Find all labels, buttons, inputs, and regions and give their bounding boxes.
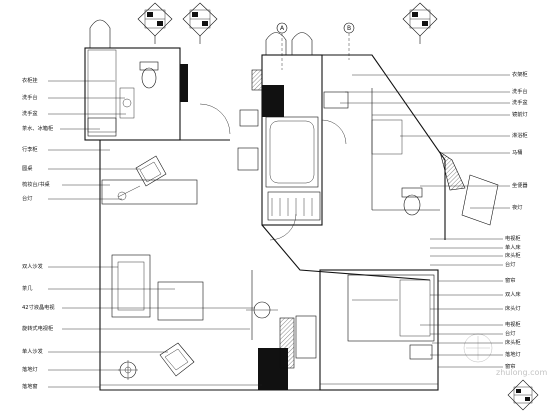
tea-cabinet: [87, 117, 117, 137]
door-swing-2: [321, 119, 347, 145]
label-left-11: 42寸液晶电视: [22, 303, 55, 311]
label-right-3: 洗手盆: [512, 98, 528, 106]
tv-swivel: [246, 270, 278, 340]
sofa-double: [111, 254, 151, 318]
grid-marker-a: A: [276, 22, 288, 70]
compass-symbol-2: [182, 2, 218, 44]
label-right-6: 马桶: [512, 148, 522, 156]
door-swing-3: [269, 213, 297, 241]
label-left-2: 洗手台: [22, 93, 38, 101]
label-left-7: 梳妆台/书桌: [22, 180, 50, 188]
label-right-10: 单人床: [505, 243, 521, 251]
nightstand: [409, 344, 433, 360]
watermark: zhulong.com: [463, 333, 547, 377]
vanity-left: [119, 87, 135, 119]
toilet-left: [139, 61, 159, 89]
label-right-7: 坐便器: [512, 181, 528, 189]
label-right-4: 镜前灯: [512, 110, 528, 118]
compass-symbol-1: [137, 2, 173, 44]
column-3: [180, 64, 188, 102]
double-bed: [347, 274, 435, 342]
luggage-rack: [237, 147, 259, 171]
column-1: [262, 85, 284, 117]
armchair-top: [135, 155, 167, 187]
label-right-2: 洗手台: [512, 87, 528, 95]
label-right-16: 电视柜: [505, 320, 521, 328]
door-swing-1: [199, 103, 231, 135]
label-right-18: 床头柜: [505, 338, 521, 346]
vanity-center: [323, 91, 349, 109]
label-right-12: 台灯: [505, 260, 515, 268]
label-left-8: 台灯: [22, 194, 32, 202]
label-right-14: 双人床: [505, 290, 521, 298]
column-5: [279, 317, 295, 369]
compass-symbol-4: [507, 379, 539, 411]
label-left-10: 茶几: [22, 284, 32, 292]
watermark-text: zhulong.com: [496, 368, 547, 377]
desk: [101, 179, 198, 205]
window-bay-center: [265, 32, 313, 55]
floor-lamp: [118, 360, 138, 380]
label-left-4: 茶水、冰箱柜: [22, 124, 53, 132]
label-left-3: 洗手盆: [22, 109, 38, 117]
label-right-8: 夜灯: [512, 203, 522, 211]
svg-text:A: A: [280, 25, 285, 32]
label-left-5: 行李柜: [22, 145, 38, 153]
compass-symbol-3: [402, 2, 438, 44]
label-left-6: 圆桌: [22, 164, 32, 172]
armchair-bottom: [159, 342, 195, 377]
minibar: [239, 109, 259, 127]
label-left-1: 衣柜挂: [22, 76, 38, 84]
label-left-14: 落地灯: [22, 365, 38, 373]
label-right-11: 床头柜: [505, 251, 521, 259]
tv-cabinet-bedroom: [295, 315, 317, 359]
shower: [371, 119, 403, 155]
label-right-13: 窗帘: [505, 276, 515, 284]
label-right-9: 电视柜: [505, 234, 521, 242]
column-4: [251, 69, 263, 91]
right-labels: 衣架柜 洗手台 洗手盆 镜前灯 淋浴柜 马桶 坐便器 夜灯 电视柜 单人床 床头…: [340, 70, 528, 370]
label-right-17: 台灯: [505, 329, 515, 337]
label-right-5: 淋浴柜: [512, 131, 528, 139]
svg-text:B: B: [347, 25, 351, 32]
label-right-20: 窗帘: [505, 362, 515, 370]
wardrobe-center: [267, 191, 321, 221]
toilet-right: [401, 187, 423, 216]
label-left-15: 落地窗: [22, 382, 38, 390]
left-labels: 衣柜挂 洗手台 洗手盆 茶水、冰箱柜 行李柜 圆桌 梳妆台/书桌 台灯 双人沙发…: [22, 76, 255, 390]
diagonal-hatch: [439, 151, 466, 191]
label-left-9: 双人沙发: [22, 262, 43, 270]
coffee-table: [157, 281, 204, 321]
bathtub: [265, 116, 319, 188]
label-right-19: 落地灯: [505, 350, 521, 358]
label-left-12: 旋转式电视柜: [22, 324, 53, 332]
label-left-13: 单人沙发: [22, 347, 43, 355]
label-right-1: 衣架柜: [512, 70, 528, 78]
label-right-15: 床头灯: [505, 304, 521, 312]
window-bay-left: [87, 19, 117, 133]
